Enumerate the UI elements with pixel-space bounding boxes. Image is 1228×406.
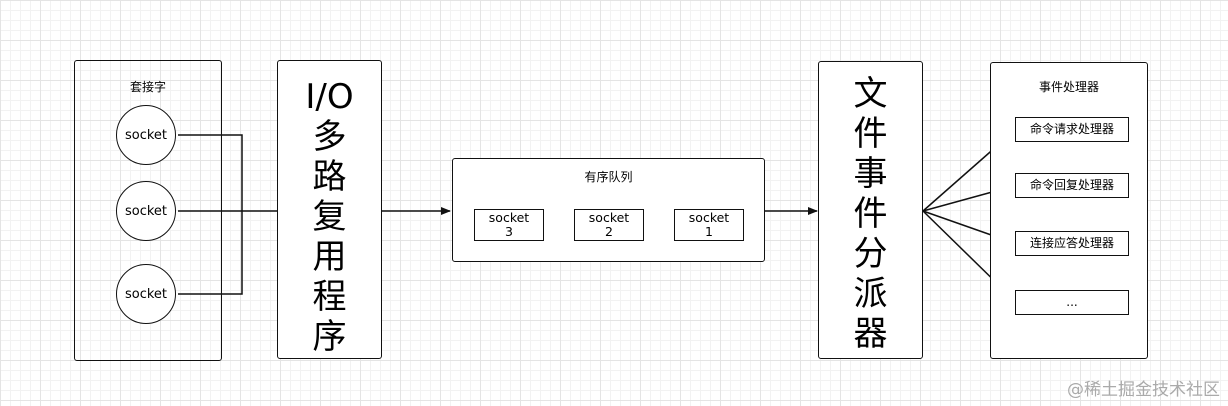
handler-item: 命令请求处理器 — [1015, 117, 1129, 142]
dispatcher-label: 文 件 事 件 分 派 器 — [853, 74, 888, 354]
queue-item-label: socket — [688, 210, 730, 225]
queue-item: socket 2 — [574, 209, 644, 241]
handlers-panel-title: 事件处理器 — [1038, 80, 1099, 94]
queue-item-index: 2 — [605, 224, 613, 239]
queue-item: socket 1 — [674, 209, 744, 241]
io-multiplexer-box: I/O 多 路 复 用 程 序 — [277, 60, 382, 359]
socket-node: socket — [116, 105, 176, 165]
handler-item: ... — [1015, 290, 1129, 315]
io-multiplexer-label: I/O 多 路 复 用 程 序 — [305, 77, 354, 357]
socket-node: socket — [116, 181, 176, 241]
socket-node: socket — [116, 264, 176, 324]
sockets-panel-title: 套接字 — [129, 80, 166, 94]
queue-item-index: 3 — [505, 224, 513, 239]
ordered-queue-title: 有序队列 — [584, 170, 633, 184]
dispatcher-box: 文 件 事 件 分 派 器 — [818, 61, 923, 359]
watermark: @稀土掘金技术社区 — [1067, 380, 1220, 400]
sockets-panel: 套接字 — [74, 60, 222, 361]
handler-item: 命令回复处理器 — [1015, 173, 1129, 198]
handler-item: 连接应答处理器 — [1015, 231, 1129, 256]
queue-item-label: socket — [588, 210, 630, 225]
queue-item-label: socket — [488, 210, 530, 225]
queue-item: socket 3 — [474, 209, 544, 241]
queue-item-index: 1 — [705, 224, 713, 239]
